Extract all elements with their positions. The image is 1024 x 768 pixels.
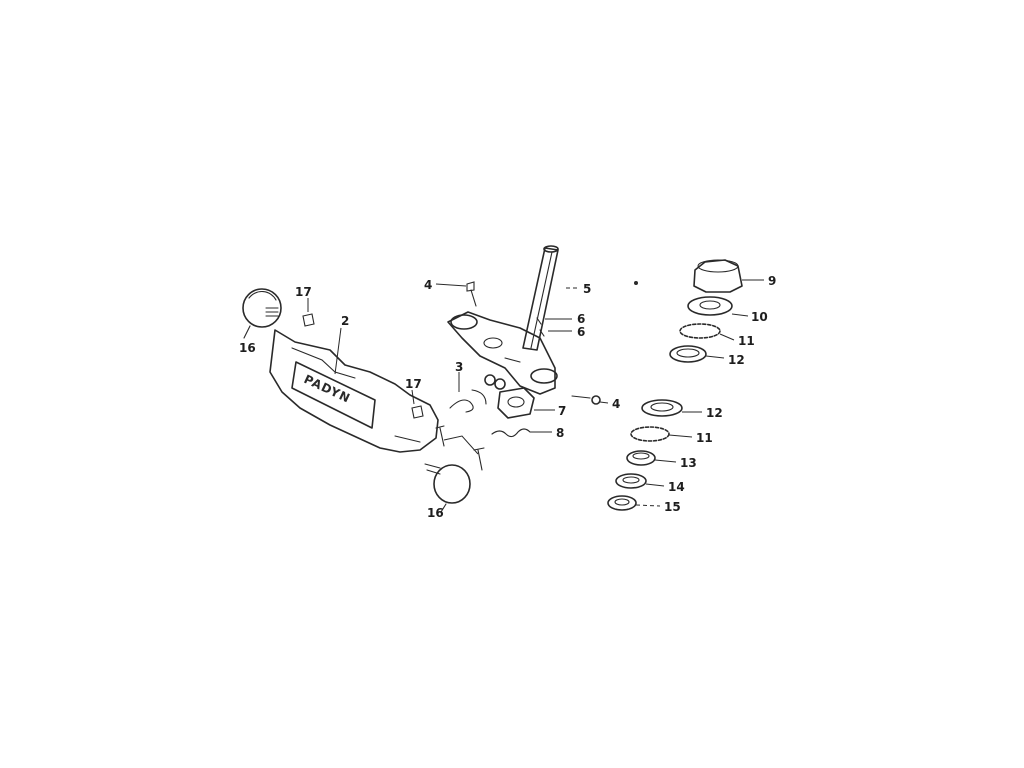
- callout-17a: 17: [295, 285, 312, 299]
- callout-6a: 6: [577, 312, 585, 326]
- callout-5: 5: [583, 282, 591, 296]
- callout-11a: 11: [738, 334, 755, 348]
- clip-upper: [302, 313, 315, 327]
- ball-race-upper: [679, 323, 721, 339]
- callout-7: 7: [558, 404, 566, 418]
- callout-3: 3: [455, 360, 463, 374]
- mounting-screws: [435, 425, 485, 471]
- callout-11b: 11: [696, 431, 713, 445]
- leader-lines: [307, 279, 764, 507]
- callout-12a: 12: [728, 353, 745, 367]
- top-nut: [693, 259, 743, 293]
- bottom-washer: [607, 495, 637, 511]
- callout-14: 14: [668, 480, 685, 494]
- lock-washer: [687, 296, 733, 316]
- detached-dot: [634, 281, 638, 285]
- callout-16b: 16: [427, 506, 444, 520]
- pinch-bolt-right: [571, 395, 601, 405]
- callout-8: 8: [556, 426, 564, 440]
- lock-spring: [491, 428, 531, 438]
- callout-2: 2: [341, 314, 349, 328]
- dust-seal: [615, 473, 647, 489]
- clip-lower: [411, 405, 424, 419]
- small-pins: [536, 317, 545, 337]
- callout-4a: 4: [424, 278, 432, 292]
- cone-race: [626, 450, 656, 466]
- end-cap-left-upper: [242, 288, 282, 339]
- pinch-bolt-upper: [466, 281, 477, 307]
- spring-clip: [449, 389, 487, 413]
- callout-17b: 17: [405, 377, 422, 391]
- callout-16a: 16: [239, 341, 256, 355]
- callout-10: 10: [751, 310, 768, 324]
- callout-9: 9: [768, 274, 776, 288]
- steering-lock: [484, 374, 535, 419]
- upper-triple-clamp: [447, 311, 558, 395]
- end-cap-right-lower: [424, 463, 471, 513]
- ball-race-lower: [630, 426, 670, 442]
- callouts: 2 3 4 4 5 6 6 7 8 9 10 11 12 12 11 13 14…: [239, 274, 776, 520]
- bearing-cup-lower: [641, 399, 683, 417]
- callout-4b: 4: [612, 397, 620, 411]
- bearing-cup-upper: [669, 345, 707, 363]
- callout-15: 15: [664, 500, 681, 514]
- steering-stem-tube: [522, 245, 559, 351]
- callout-13: 13: [680, 456, 697, 470]
- handlebar-cover: PADYN: [269, 329, 439, 453]
- callout-12b: 12: [706, 406, 723, 420]
- callout-6b: 6: [577, 325, 585, 339]
